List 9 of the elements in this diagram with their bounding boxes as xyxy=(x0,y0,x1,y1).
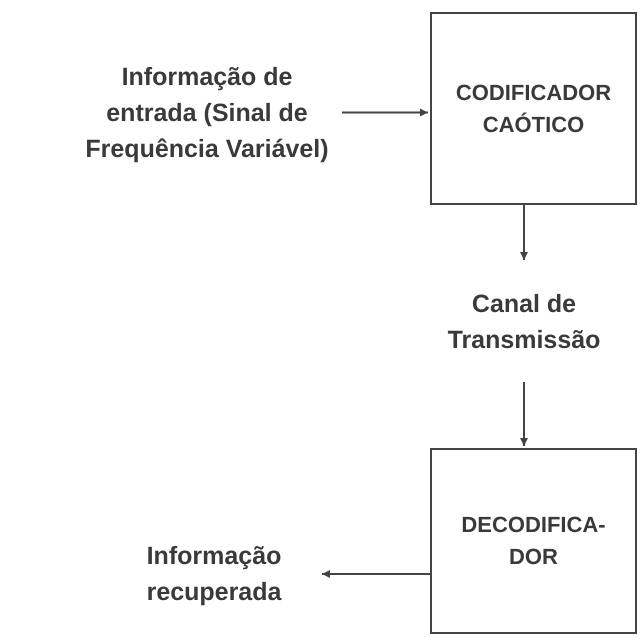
process-box: CODIFICADOR CAÓTICO xyxy=(430,12,637,205)
arrow xyxy=(520,205,528,260)
process-box: DECODIFICA-DOR xyxy=(430,448,637,634)
arrow xyxy=(322,570,430,578)
text-label: Informação de entrada (Sinal de Frequência Variável) xyxy=(72,40,342,185)
text-label: Informação recuperada xyxy=(108,528,320,620)
text-label: Canal de Transmissão xyxy=(440,262,608,382)
arrow xyxy=(342,108,428,116)
arrow xyxy=(520,382,528,446)
